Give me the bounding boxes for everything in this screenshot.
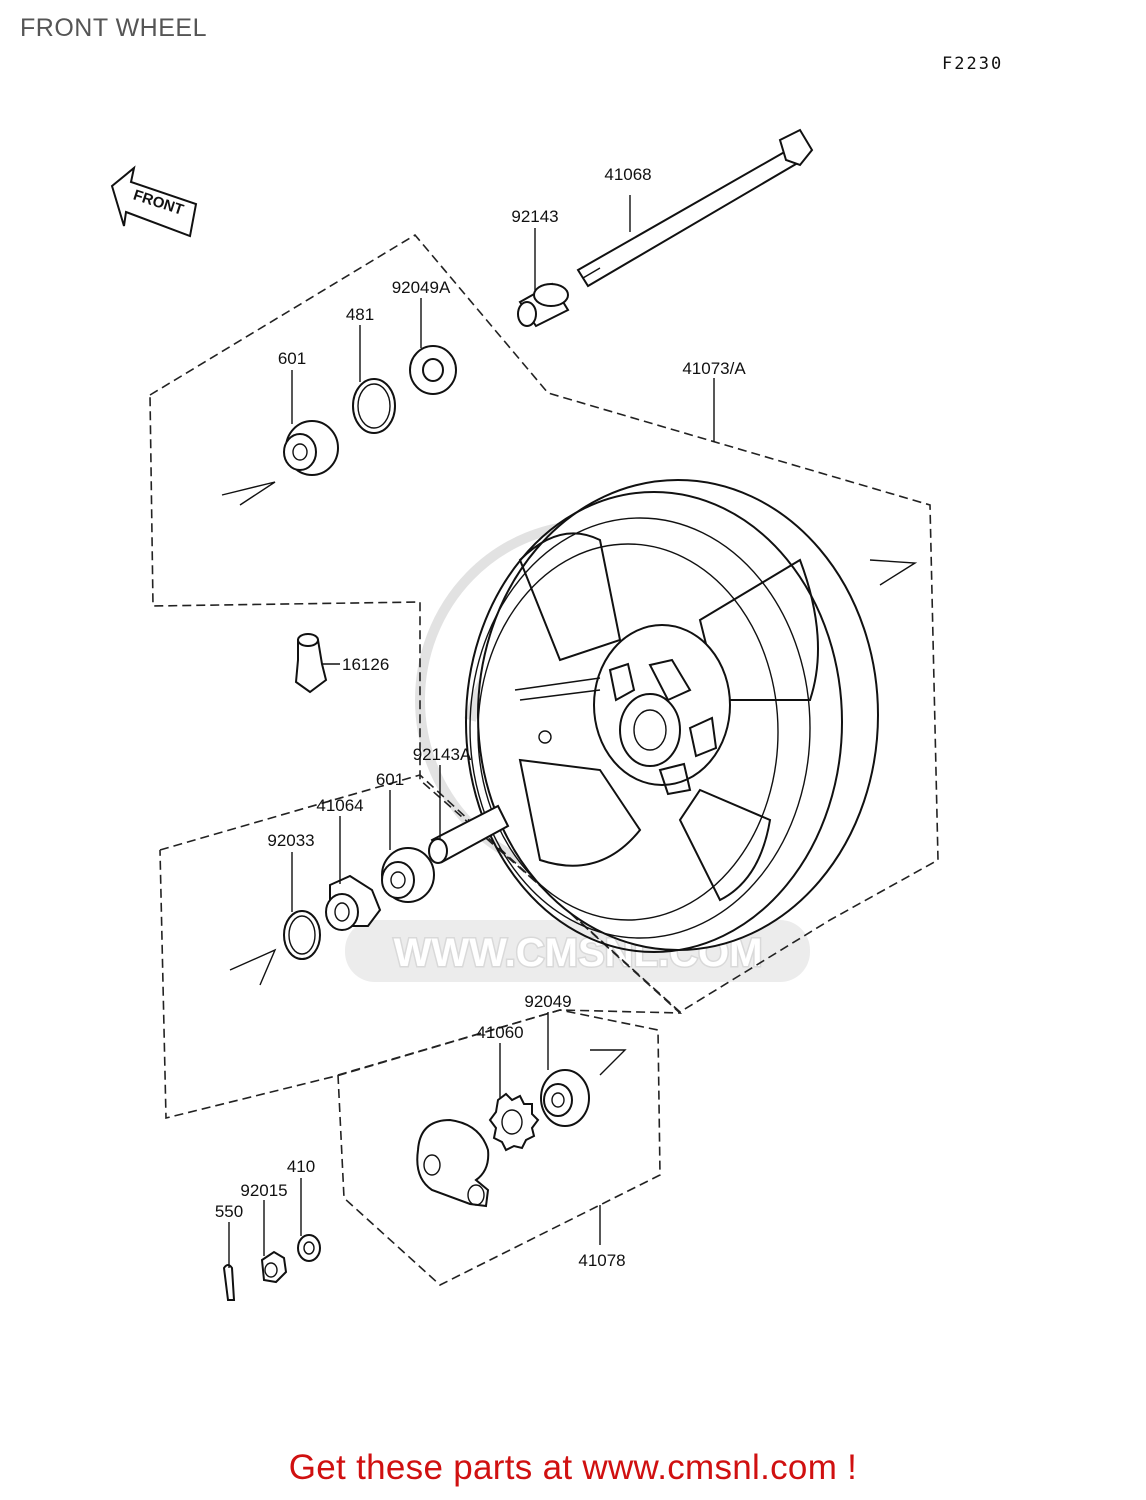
leader-lines <box>228 195 715 1268</box>
part-label-410: 410 <box>287 1157 315 1176</box>
gear-41060 <box>488 1092 540 1152</box>
part-label-481: 481 <box>346 305 374 324</box>
footer-link[interactable]: Get these parts at www.cmsnl.com ! <box>288 1448 858 1487</box>
part-label-41078: 41078 <box>578 1251 625 1270</box>
bearing-601-lower <box>381 847 435 903</box>
part-label-92015: 92015 <box>240 1181 287 1200</box>
part-label-41060: 41060 <box>476 1023 523 1042</box>
front-arrow-icon: FRONT <box>110 165 198 238</box>
part-labels: 41068 92143 92049A 481 601 41073/A 16126… <box>215 165 747 1270</box>
nut-92015 <box>260 1250 288 1284</box>
part-label-92143: 92143 <box>511 207 558 226</box>
seal-92049 <box>540 1069 590 1127</box>
axle-41068 <box>576 128 814 288</box>
part-label-41064: 41064 <box>316 796 363 815</box>
washer-410 <box>297 1234 321 1262</box>
page-title: FRONT WHEEL <box>20 14 207 42</box>
part-label-601-upper: 601 <box>278 349 306 368</box>
diagram-code: F2230 <box>942 54 1004 74</box>
circlip-481 <box>352 378 396 434</box>
valve-16126 <box>294 633 328 694</box>
gear-housing-41078 <box>416 1118 490 1208</box>
assembly-outlines <box>149 233 939 1286</box>
part-label-92049a: 92049A <box>392 278 451 297</box>
part-label-16126: 16126 <box>342 655 389 674</box>
cotter-pin-550 <box>222 1264 236 1301</box>
collar-92143a <box>428 804 510 864</box>
part-label-41073a: 41073/A <box>682 359 746 378</box>
part-label-601-lower: 601 <box>376 770 404 789</box>
wheel-41073a <box>465 479 879 953</box>
part-label-92049: 92049 <box>524 992 571 1011</box>
bearing-601-upper <box>283 420 339 476</box>
gear-drive-41064 <box>325 874 382 931</box>
collar-92143 <box>517 282 570 328</box>
part-label-92143a: 92143A <box>413 745 472 764</box>
circlip-92033 <box>283 910 321 960</box>
seal-92049a <box>409 345 457 395</box>
part-label-92033: 92033 <box>267 831 314 850</box>
part-label-41068: 41068 <box>604 165 651 184</box>
part-label-550: 550 <box>215 1202 243 1221</box>
